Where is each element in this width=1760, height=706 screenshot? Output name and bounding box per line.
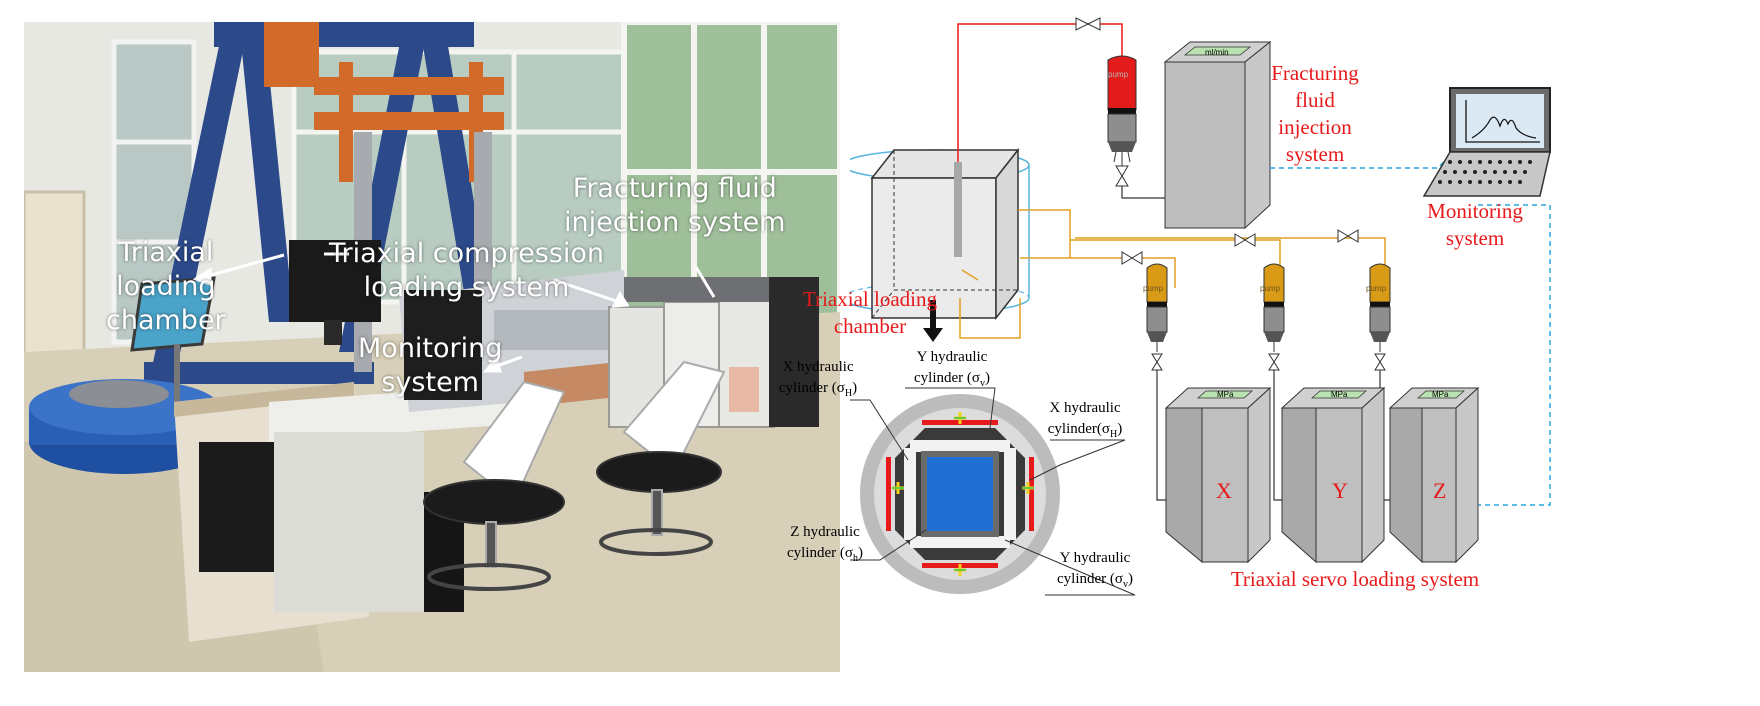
display-servo-y: MPa <box>1331 390 1348 399</box>
label-monitoring-system: Monitoring system <box>1427 199 1523 250</box>
hydraulic-lines <box>959 209 1386 339</box>
servo-pump-y <box>1263 263 1285 501</box>
servo-unit-label-x: X <box>1216 478 1232 503</box>
chair-2 <box>596 360 726 556</box>
hoist <box>264 22 504 182</box>
display-injection: ml/min <box>1205 48 1229 57</box>
pump-label-injection: pump <box>1108 70 1129 79</box>
servo-unit-label-z: Z <box>1433 478 1447 503</box>
photo-label-monitoring-system: Monitoring system <box>358 333 503 398</box>
pump-label-z: pump <box>1366 284 1387 293</box>
label-triaxial-loading-chamber: Triaxial loading chamber <box>803 287 937 338</box>
pump-label-y: pump <box>1260 284 1281 293</box>
label-x-hydraulic-cylinder-right: X hydraulic cylinder(σH) <box>1047 400 1123 440</box>
valves-orange <box>1121 229 1359 265</box>
injection-cabinets <box>608 277 819 428</box>
valve-top <box>1075 17 1101 31</box>
injection-cabinet <box>1163 40 1272 230</box>
loading-chamber-3d <box>842 133 1030 321</box>
photo-label-fracturing-fluid-injection-system: Fracturing fluid injection system <box>564 173 786 238</box>
photo-label-triaxial-compression-loading-system: Triaxial compression loading system <box>329 238 604 303</box>
servo-unit-label-y: Y <box>1332 478 1348 503</box>
label-triaxial-servo-loading-system: Triaxial servo loading system <box>1230 567 1480 591</box>
display-servo-z: MPa <box>1432 390 1449 399</box>
servo-pump-x <box>1146 263 1168 501</box>
schematic-drawing <box>770 17 1551 596</box>
label-y-hydraulic-cylinder-bottom: Y hydraulic cylinder (σv) <box>1057 550 1133 590</box>
display-servo-x: MPa <box>1217 390 1234 399</box>
laptop-monitoring <box>1422 87 1551 197</box>
servo-cabinet-x <box>1164 386 1272 564</box>
label-fracturing-fluid-injection-system: Fracturing fluid injection system <box>1271 61 1359 166</box>
chamber-arrow <box>923 300 943 342</box>
chamber-cross-section <box>860 394 1060 594</box>
injection-pump <box>1107 55 1165 199</box>
lab-photo: Triaxial loading chamber Triaxial compre… <box>24 22 840 672</box>
photo-label-triaxial-loading-chamber: Triaxial loading chamber <box>106 237 226 336</box>
label-x-hydraulic-cylinder-top: X hydraulic cylinder (σH) <box>778 359 858 399</box>
label-z-hydraulic-cylinder-left: Z hydraulic cylinder (σh) <box>787 524 863 564</box>
servo-cabinet-z <box>1388 386 1480 564</box>
chair-1 <box>423 380 566 591</box>
photo-arrows <box>192 252 716 373</box>
label-y-hydraulic-cylinder-top: Y hydraulic cylinder (σv) <box>914 349 990 389</box>
schematic-diagram: Fracturing fluid injection system Monito… <box>770 0 1760 701</box>
pump-label-x: pump <box>1143 284 1164 293</box>
lab-photo-illustration <box>24 22 840 672</box>
servo-cabinet-y <box>1280 386 1386 564</box>
